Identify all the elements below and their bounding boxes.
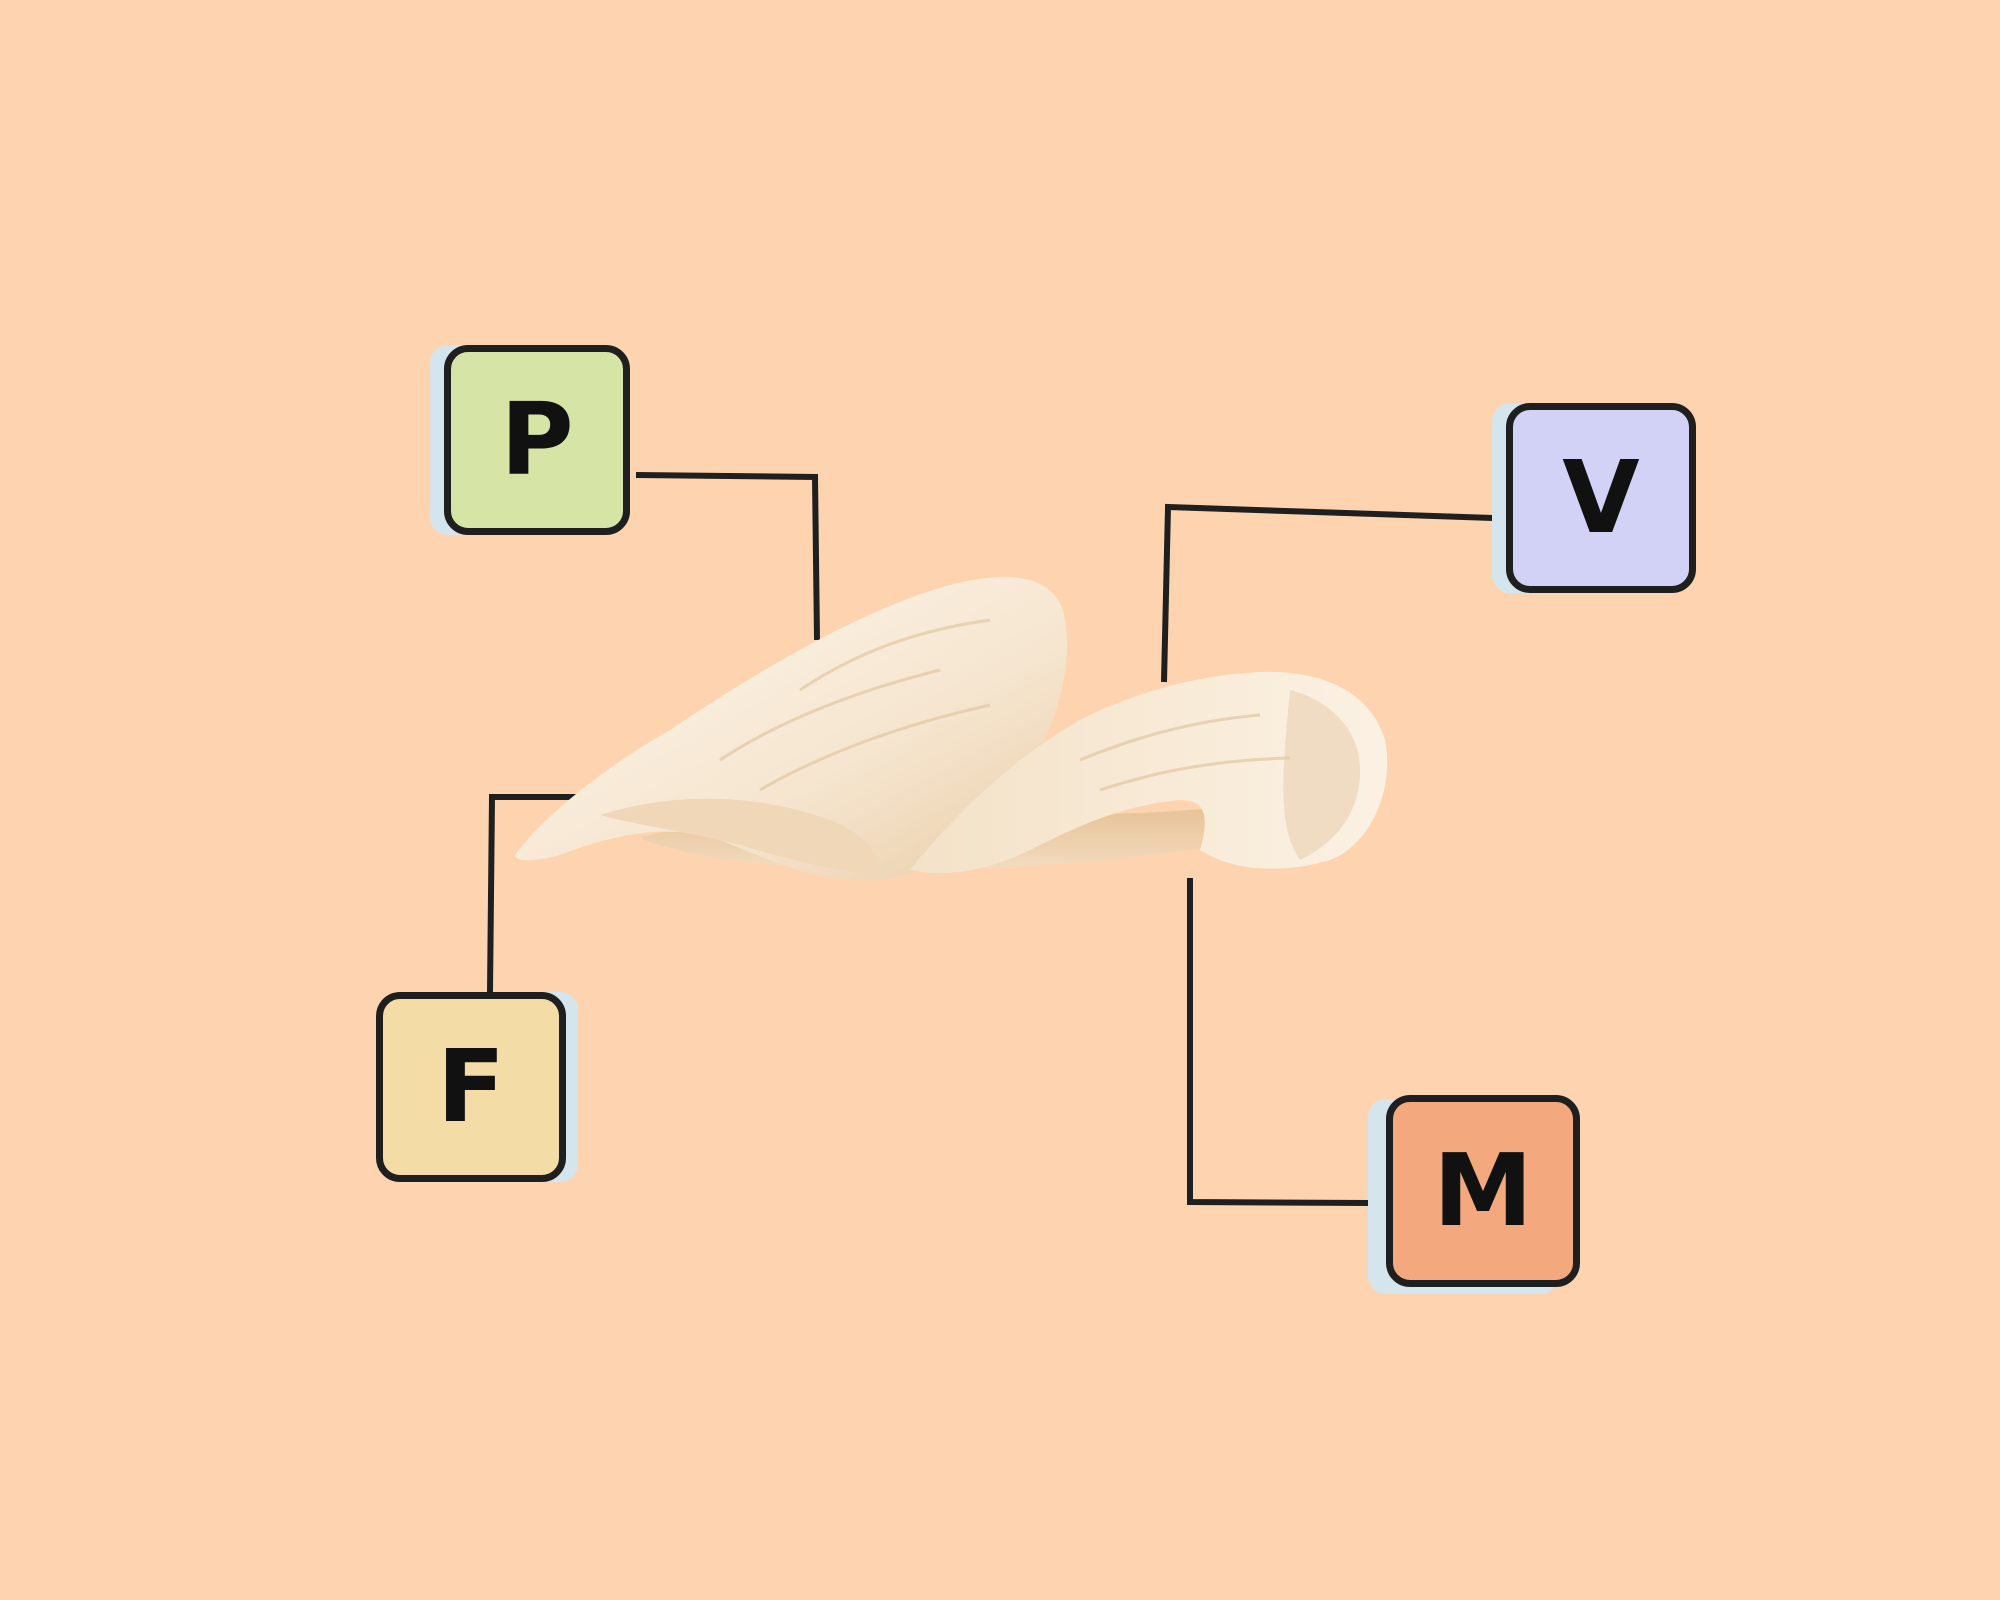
connector-p xyxy=(635,472,820,641)
connector-f xyxy=(487,794,592,993)
connector-m xyxy=(1187,878,1371,1206)
badge-p: P xyxy=(430,345,630,545)
badge-letter-m: M xyxy=(1433,1132,1533,1249)
badge-letter-v: V xyxy=(1562,439,1640,556)
connector-v xyxy=(1161,503,1494,683)
badge-v: V xyxy=(1492,403,1696,603)
badge-letter-p: P xyxy=(500,381,574,498)
badge-tile: F xyxy=(376,992,566,1182)
badge-letter-f: F xyxy=(436,1028,506,1145)
badge-m: M xyxy=(1368,1095,1580,1295)
badge-f: F xyxy=(376,992,578,1192)
badge-tile: M xyxy=(1386,1095,1580,1287)
badge-tile: P xyxy=(444,345,630,535)
badge-tile: V xyxy=(1506,403,1696,593)
